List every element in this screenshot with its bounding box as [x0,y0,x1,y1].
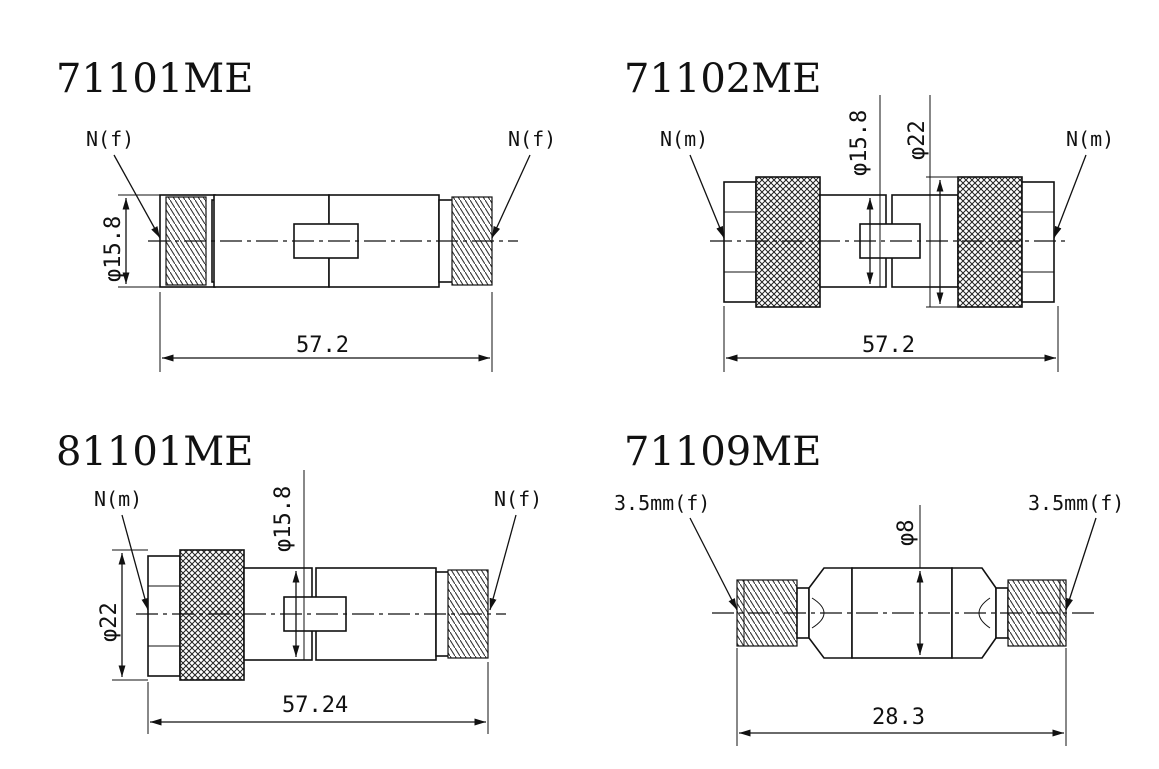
diameter-label: φ15.8 [847,110,872,176]
left-connector-label: 3.5mm(f) [614,491,710,515]
length-dimension: 28.3 [736,648,1067,746]
length-label: 57.24 [282,693,348,718]
model-title: 81101ME [56,429,253,475]
diameter-dimension: φ8 [894,505,924,655]
drawing-71102ME: 71102ME N(m) N(m) φ15.8 φ22 [624,56,1114,372]
diameter2-dimension: φ22 [905,95,958,308]
diameter-dimension: φ15.8 [847,95,881,287]
length-label: 28.3 [872,705,925,730]
diameter-label: φ15.8 [101,216,126,282]
left-leader-arrow [689,517,738,611]
diameter-dimension: φ15.8 [101,194,160,288]
diameter2-label: φ22 [905,120,930,160]
left-leader-arrow [689,154,725,239]
length-label: 57.2 [296,333,349,358]
left-leader-arrow [121,514,149,611]
model-title: 71109ME [624,429,821,475]
length-dimension: 57.2 [159,292,493,372]
diameter2-dimension: φ22 [97,549,148,681]
left-connector-label: N(f) [86,127,134,151]
diameter-label: φ8 [894,520,919,547]
left-connector-label: N(m) [660,127,708,151]
drawing-71109ME: 71109ME 3.5mm(f) 3.5mm(f) φ8 28.3 [614,429,1124,746]
connector-body [147,549,489,681]
drawing-71101ME: 71101ME N(f) N(f) φ15.8 57.2 [56,56,556,372]
right-connector-label: N(f) [508,127,556,151]
left-leader-arrow [113,154,161,239]
right-leader-arrow [1053,154,1087,239]
right-connector-label: 3.5mm(f) [1028,491,1124,515]
length-label: 57.2 [862,333,915,358]
right-leader-arrow [1065,517,1097,611]
diameter-dimension: φ15.8 [271,470,305,660]
right-connector-label: N(f) [494,487,542,511]
model-title: 71101ME [56,56,253,102]
diameter2-label: φ22 [97,602,122,642]
connector-body [723,176,1055,308]
model-title: 71102ME [624,56,821,102]
right-leader-arrow [489,514,517,611]
drawing-81101ME: 81101ME N(m) N(f) φ15.8 φ22 [56,429,542,734]
length-dimension: 57.2 [723,306,1059,372]
right-leader-arrow [491,154,531,239]
left-connector-label: N(m) [94,487,142,511]
diameter-label: φ15.8 [271,486,296,552]
length-dimension: 57.24 [147,662,489,734]
right-connector-label: N(m) [1066,127,1114,151]
